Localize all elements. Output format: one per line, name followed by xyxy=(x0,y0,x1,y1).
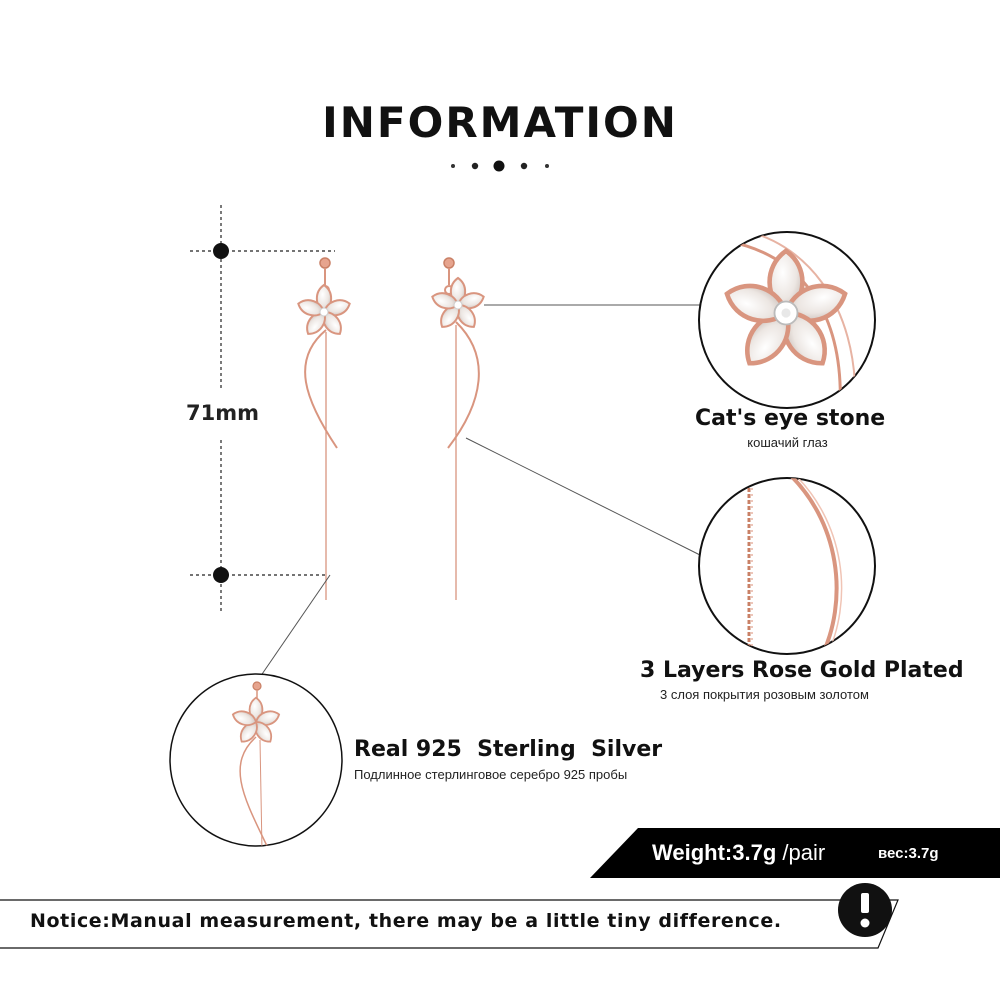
feature-rose-gold-subtitle: 3 слоя покрытия розовым золотом xyxy=(660,687,869,702)
weight-label: Weight:3.7g xyxy=(652,840,777,865)
leader-lines xyxy=(257,304,701,681)
feature-cats-eye-title: Cat's eye stone xyxy=(695,406,886,431)
earring-right xyxy=(429,257,487,600)
dot-3 xyxy=(493,160,505,172)
page-title: INFORMATION xyxy=(322,98,678,147)
dot-1 xyxy=(451,164,455,168)
earring-closeup-icon xyxy=(169,673,343,847)
length-label: 71mm xyxy=(186,401,259,425)
weight-ru-label: вес:3.7g xyxy=(878,845,939,862)
measure-dot-bottom xyxy=(213,567,229,583)
notice-text: Notice:Manual measurement, there may be … xyxy=(30,910,782,932)
weight-text: Weight:3.7g /pair xyxy=(652,840,825,866)
earring-left xyxy=(295,257,353,600)
feature-rose-gold-title: 3 Layers Rose Gold Plated xyxy=(640,658,964,683)
dot-4 xyxy=(520,162,528,170)
chain-closeup-icon xyxy=(698,477,876,655)
flower-closeup-icon xyxy=(698,231,876,409)
dot-2 xyxy=(471,162,479,170)
feature-cats-eye-subtitle: кошачий глаз xyxy=(747,435,828,450)
weight-unit: /pair xyxy=(782,840,826,865)
feature-silver-subtitle: Подлинное стерлинговое серебро 925 пробы xyxy=(354,767,628,782)
dot-5 xyxy=(545,164,549,168)
title-dots-divider xyxy=(451,160,549,172)
weight-banner xyxy=(590,828,1000,878)
measure-dot-top xyxy=(213,243,229,259)
feature-silver-title: Real 925 Sterling Silver xyxy=(354,737,663,762)
